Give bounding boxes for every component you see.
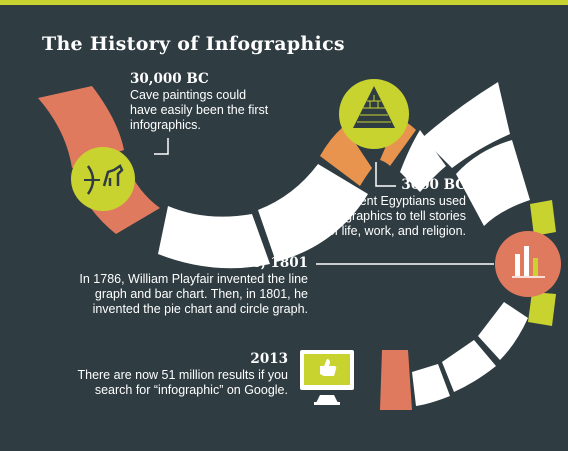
road-lime-right — [528, 200, 556, 326]
milestone-1786-1801: 1786, 1801 In 1786, William Playfair inv… — [36, 256, 308, 317]
milestone-2013: 2013 There are now 51 million results if… — [36, 352, 288, 398]
milestone-line: In 1786, William Playfair invented the l… — [79, 272, 308, 286]
milestone-line: infographics to tell stories — [324, 209, 466, 223]
milestone-line: graph and bar chart. Then, in 1801, he — [94, 287, 308, 301]
road-white-left — [158, 164, 368, 269]
cave-painting-icon — [71, 147, 135, 211]
milestone-line: invented the pie chart and circle graph. — [92, 302, 308, 316]
milestone-line: Ancient Egyptians used — [335, 194, 466, 208]
milestone-3000bc: 3000 BC Ancient Egyptians used infograph… — [296, 178, 466, 239]
milestone-line: of life, work, and religion. — [327, 224, 466, 238]
milestone-heading: 30,000 BC — [130, 71, 209, 87]
monitor-thumbs-up-icon — [300, 350, 354, 405]
road-orange-top — [320, 118, 416, 186]
milestone-heading: 3000 BC — [401, 177, 466, 193]
milestone-line: There are now 51 million results if you — [77, 368, 288, 382]
milestone-heading: 2013 — [250, 351, 288, 367]
top-accent-bar — [0, 0, 568, 5]
road-white-right-bottom — [412, 302, 528, 406]
milestone-line: infographics. — [130, 118, 201, 132]
milestone-line: Cave paintings could — [130, 88, 247, 102]
milestone-30000bc: 30,000 BC Cave paintings could have easi… — [130, 72, 330, 133]
page-title: The History of Infographics — [42, 33, 345, 55]
pyramid-icon — [339, 79, 409, 149]
bar-chart-icon — [495, 231, 561, 297]
milestone-heading: 1786, 1801 — [223, 255, 308, 271]
milestone-line: search for “infographic” on Google. — [94, 383, 288, 397]
road-salmon-bottom — [380, 350, 412, 410]
milestone-line: have easily been the first — [130, 103, 269, 117]
road-white-right-top — [400, 82, 530, 226]
connector-lines — [154, 138, 494, 265]
